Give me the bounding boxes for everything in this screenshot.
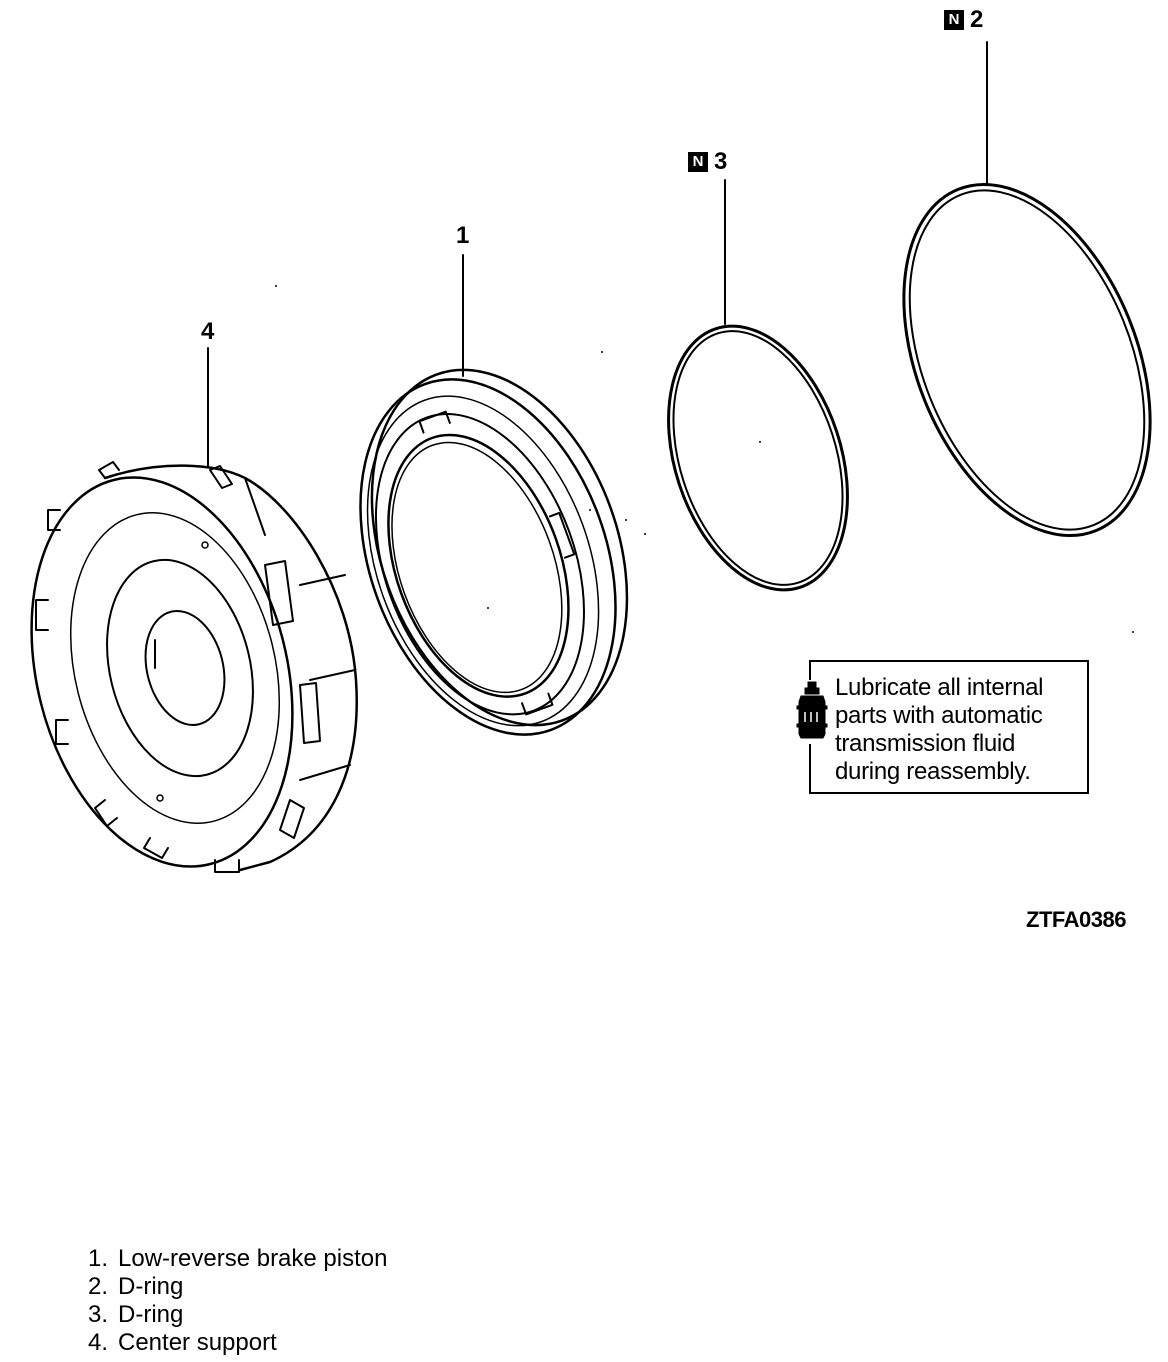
legend-number: 1. [88,1245,109,1272]
n-new-part-icon: N [944,10,964,30]
legend-text: D-ring [118,1273,184,1300]
n-new-part-icon: N [688,152,708,172]
center-support [30,461,358,873]
legend-item: 4. Center support [88,1329,387,1357]
lubrication-note-text: Lubricate all internal parts with automa… [835,674,1089,786]
legend-text: Low-reverse brake piston [118,1245,388,1272]
callout-number-2: 2 [970,6,984,33]
d-ring-large [902,182,1152,538]
legend-number: 3. [88,1301,109,1328]
legend-text: Center support [118,1329,277,1356]
note-line: during reassembly. [835,758,1031,785]
lubrication-note: Lubricate all internal parts with automa… [795,660,1089,794]
scan-dots [275,285,1134,633]
note-line: transmission fluid [835,730,1016,757]
note-line: parts with automatic [835,702,1043,729]
legend-item: 3. D-ring [88,1301,387,1329]
legend-number: 4. [88,1329,109,1356]
legend-number: 2. [88,1273,109,1300]
callout-number-3: 3 [714,148,728,175]
d-ring-small [667,324,849,592]
callout-part-1: 1 [456,224,469,248]
atf-bottle-icon [795,680,829,744]
callout-part-4: 4 [201,320,214,344]
legend-text: D-ring [118,1301,184,1328]
note-line: Lubricate all internal [835,674,1044,701]
figure-code: ZTFA0386 [1026,907,1126,932]
callout-number-4: 4 [201,318,215,345]
callout-number-1: 1 [456,222,470,249]
legend-item: 1. Low-reverse brake piston [88,1245,387,1273]
parts-legend: 1. Low-reverse brake piston 2. D-ring 3. D-… [88,1245,387,1357]
low-reverse-brake-piston [359,368,629,736]
legend-item: 2. D-ring [88,1273,387,1301]
